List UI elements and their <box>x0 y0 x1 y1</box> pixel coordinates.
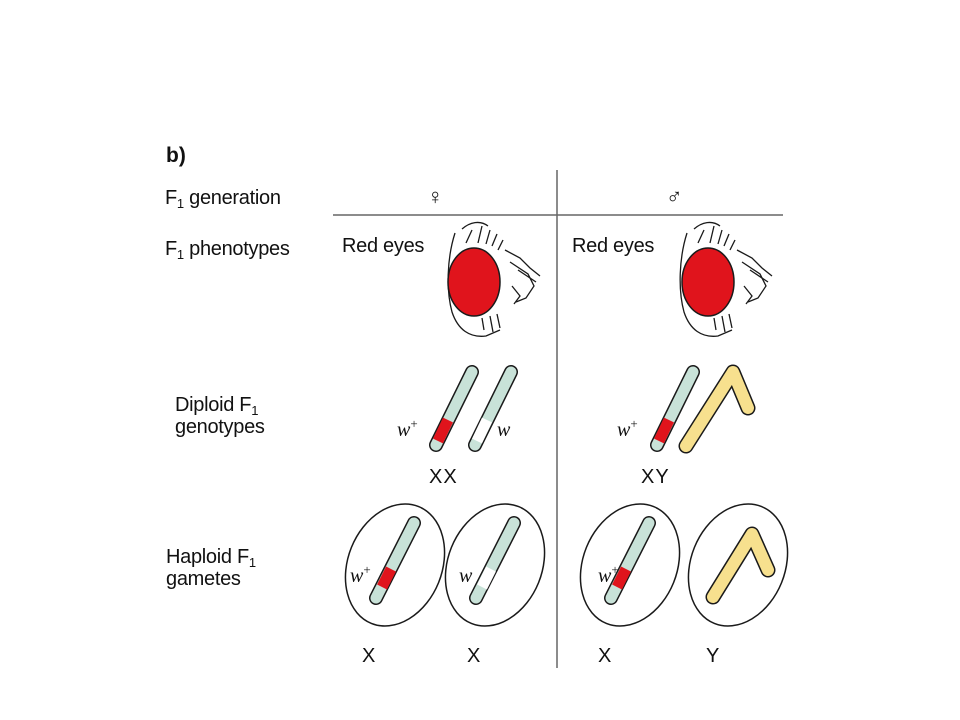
female-genotype-label: XX <box>429 466 458 488</box>
male-genotype-label: XY <box>641 466 670 488</box>
gamete-label-male-x: X <box>598 645 612 667</box>
female-phenotype-label: Red eyes <box>342 235 425 257</box>
panel-label: b) <box>166 144 186 167</box>
female-symbol-icon: ♀ <box>427 184 444 209</box>
gamete-female-x-wild-type <box>344 503 446 627</box>
male-phenotype-label: Red eyes <box>572 235 655 257</box>
gamete-allele-label-wild-type-male: w+ <box>598 562 619 587</box>
female-x-chromosome-wild-type <box>429 365 479 452</box>
female-allele-label-wild-type: w+ <box>397 416 418 441</box>
row-label-f1-generation: F1 generation <box>165 187 281 211</box>
gamete-label-female-x-1: X <box>362 645 376 667</box>
male-y-chromosome <box>678 364 756 454</box>
row-label-f1-phenotypes: F1 phenotypes <box>165 238 290 262</box>
male-fly-head-illustration <box>679 221 773 337</box>
female-x-chromosome-mutant <box>468 365 518 452</box>
gamete-male-y <box>687 503 789 627</box>
row-label-diploid-genotypes: Diploid F1 genotypes <box>175 394 265 438</box>
row-label-haploid-gametes: Haploid F1 gametes <box>166 546 256 590</box>
male-symbol-icon: ♂ <box>666 184 683 209</box>
male-x-chromosome-wild-type <box>650 365 700 452</box>
gamete-female-x-mutant <box>444 503 546 627</box>
gamete-allele-label-mutant-female: w <box>459 565 473 587</box>
female-fly-head-illustration <box>447 221 541 337</box>
male-allele-label-wild-type: w+ <box>617 416 638 441</box>
gamete-label-female-x-2: X <box>467 645 481 667</box>
gamete-male-x-wild-type <box>579 503 681 627</box>
gamete-allele-label-wild-type-female: w+ <box>350 562 371 587</box>
gamete-label-male-y: Y <box>706 645 720 667</box>
male-red-eye-icon <box>681 247 735 317</box>
female-red-eye-icon <box>447 247 501 317</box>
female-allele-label-mutant: w <box>497 419 511 441</box>
